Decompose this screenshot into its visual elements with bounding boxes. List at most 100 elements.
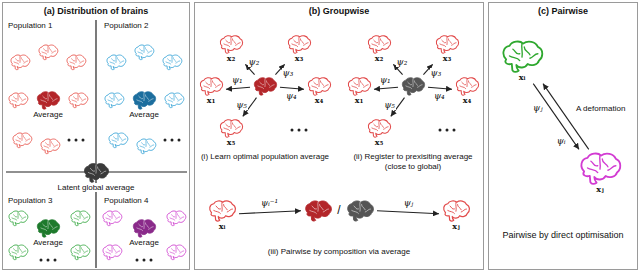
brain-icon (9, 245, 28, 260)
arrow-connector (543, 84, 589, 150)
brain-icon (218, 118, 244, 138)
arrow-connector (428, 87, 452, 89)
brain-icon (39, 45, 58, 60)
brain-shape (348, 78, 370, 95)
brain-label: xᵢ (519, 73, 526, 82)
edge-label: ψ₁ (231, 75, 244, 85)
population-brains (105, 45, 184, 154)
arrow-connector (374, 87, 398, 89)
brain-icon (69, 93, 88, 108)
brain-icon (71, 211, 90, 226)
brain-label: xⱼ (452, 222, 459, 231)
brain-node: xⱼ (577, 151, 623, 194)
brain-node: x₂ (218, 34, 244, 63)
arrow-connector (280, 87, 304, 89)
edge-label: ψᵢ⁻¹ (260, 198, 279, 208)
brain-node (345, 199, 375, 222)
brain-icon (366, 118, 392, 138)
brain-node: Average (32, 90, 64, 119)
caption: (ii) Register to prexisiting average (cl… (345, 152, 481, 172)
brain-label: x₅ (227, 138, 235, 147)
ellipsis-dots (164, 139, 181, 142)
brain-icon (82, 162, 110, 183)
ellipsis-dots (291, 129, 308, 132)
brain-icon (366, 34, 392, 54)
brain-icon (163, 55, 182, 70)
brain-icon (346, 76, 372, 96)
brain-icon (109, 133, 128, 148)
brain-node: x₅ (366, 118, 392, 147)
brain-icon (165, 93, 184, 108)
brain-icon (198, 76, 224, 96)
brain-shape (456, 78, 478, 95)
brain-label: x₃ (295, 54, 303, 63)
brain-icon (35, 90, 61, 110)
brain-icon (9, 93, 28, 108)
brain-shape (133, 92, 155, 109)
caption: (iii) Pairwise by composition via averag… (199, 247, 479, 257)
edge-label: ψ₄ (433, 91, 446, 101)
brain-shape (200, 78, 222, 95)
brain-shape (444, 200, 470, 220)
brain-icon (167, 211, 186, 226)
brain-node: Average (128, 90, 160, 119)
population-label: Population 2 (104, 21, 148, 31)
brain-label: x₅ (375, 138, 383, 147)
brain-node: x₂ (366, 34, 392, 63)
brain-shape (85, 163, 109, 182)
brain-icon (137, 139, 156, 154)
population-label: Population 1 (8, 21, 52, 31)
brain-icon (286, 34, 312, 54)
panel-title: (a) Distribution of brains (3, 6, 189, 17)
arrow-connector (377, 211, 439, 214)
ellipsis-dots (136, 259, 153, 262)
brain-label: Average (129, 238, 159, 247)
brain-label: x₂ (375, 54, 383, 63)
brain-icon (441, 199, 471, 222)
brain-shape (220, 120, 242, 137)
brain-shape (308, 78, 330, 95)
brain-node (303, 199, 333, 222)
brain-icon (35, 218, 61, 238)
brain-icon (167, 245, 186, 260)
brain-icon (11, 55, 30, 70)
brain-icon (218, 34, 244, 54)
brain-shape (436, 36, 458, 53)
edge-label: ψ₅ (235, 100, 248, 110)
brain-icon (131, 90, 157, 110)
brain-shape (210, 200, 236, 220)
brain-node: x₃ (286, 34, 312, 63)
brain-icon (577, 151, 623, 185)
arrow-connector (239, 211, 301, 214)
brain-node: x₃ (434, 34, 460, 63)
brain-icon (345, 199, 375, 222)
ellipsis-dots (439, 129, 456, 132)
edge-label: ψⱼ (532, 103, 543, 113)
brain-icon (131, 218, 157, 238)
panel-title: (b) Groupwise (195, 6, 483, 17)
brain-node: Latent global average (55, 162, 138, 192)
brain-icon (135, 45, 154, 60)
brain-icon (306, 76, 332, 96)
brain-icon (400, 76, 426, 96)
brain-icon (207, 199, 237, 222)
axis-line (95, 20, 96, 268)
brain-node: Average (128, 218, 160, 247)
brain-icon (71, 245, 90, 260)
brain-shape (288, 36, 310, 53)
population-brains (103, 211, 186, 260)
brain-shape (368, 120, 390, 137)
brain-shape (254, 78, 276, 95)
brain-icon (105, 93, 124, 108)
brain-node: xⱼ (441, 199, 471, 231)
brain-node: x₁ (346, 76, 372, 105)
brain-icon (434, 34, 460, 54)
panel-title: (c) Pairwise (489, 6, 637, 17)
separator-slash: / (337, 203, 340, 217)
brain-shape (306, 200, 332, 220)
figure-panel: (a) Distribution of brainsAverageAverage… (2, 2, 190, 270)
brain-shape (348, 200, 374, 220)
arrow-connector (226, 87, 250, 89)
brain-icon (103, 211, 122, 226)
brain-shape (133, 220, 155, 237)
